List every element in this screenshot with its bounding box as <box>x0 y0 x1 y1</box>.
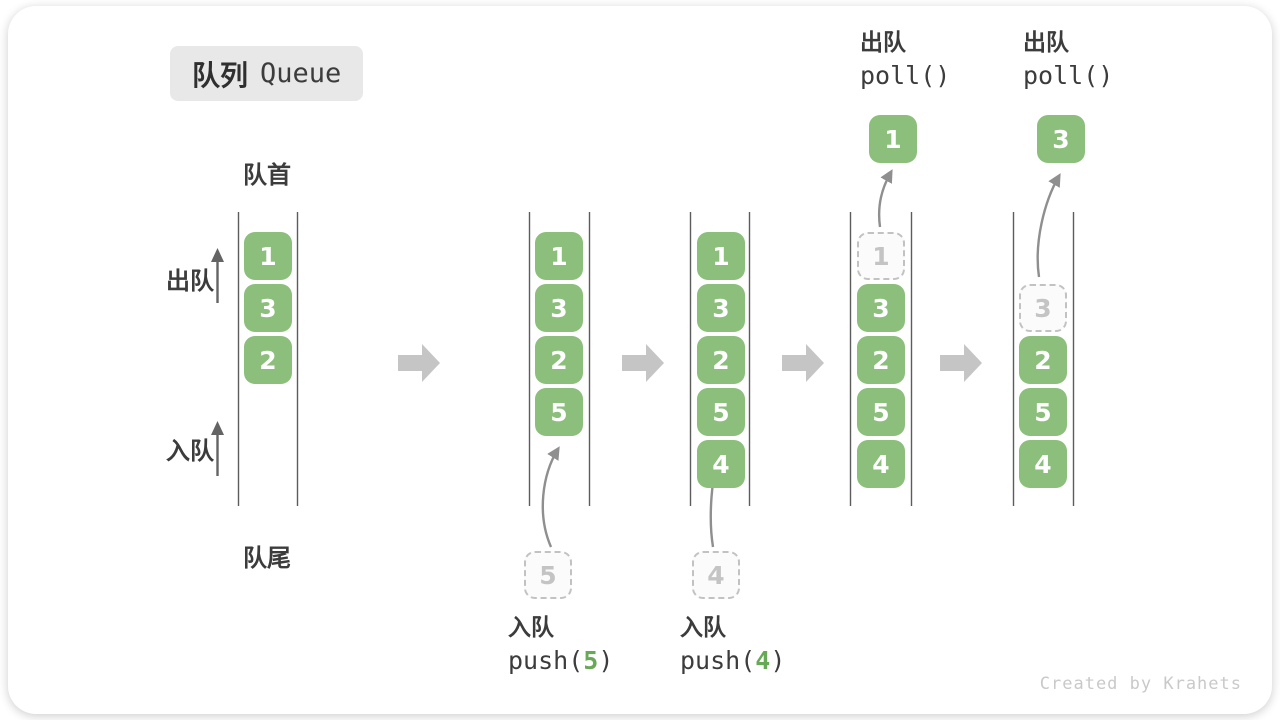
queue-cell: 1 <box>697 232 745 280</box>
annotation-poll-1: 出队 poll() <box>860 27 950 95</box>
annotation-push-4-label: 入队 <box>680 614 726 640</box>
queue-cell: 1 <box>535 232 583 280</box>
incoming-value-box: 4 <box>692 551 740 599</box>
label-queue-front: 队首 <box>243 162 291 189</box>
queue-cell: 1 <box>244 232 292 280</box>
annotation-push-4: 入队 push(4) <box>680 612 785 680</box>
queue-cell: 3 <box>697 284 745 332</box>
queue-cell: 5 <box>857 388 905 436</box>
title-zh: 队列 <box>192 59 249 91</box>
background-card <box>8 6 1272 714</box>
annotation-poll-2-code: poll() <box>1023 61 1114 90</box>
queue-cell: 5 <box>697 388 745 436</box>
annotation-poll-2: 出队 poll() <box>1023 27 1113 95</box>
title-badge: 队列 Queue <box>170 46 364 101</box>
polled-value-box: 1 <box>869 115 917 163</box>
queue-cell: 5 <box>1019 388 1067 436</box>
incoming-value-box: 5 <box>524 551 572 599</box>
annotation-poll-1-label: 出队 <box>860 29 906 55</box>
annotation-push-5-label: 入队 <box>508 614 554 640</box>
queue-cell: 2 <box>244 336 292 384</box>
queue-cell: 2 <box>697 336 745 384</box>
annotation-poll-2-label: 出队 <box>1023 29 1069 55</box>
queue-cell: 2 <box>1019 336 1067 384</box>
queue-cell-ghost: 1 <box>857 232 905 280</box>
label-enqueue: 入队 <box>166 438 214 465</box>
queue-cell: 3 <box>244 284 292 332</box>
annotation-push-5: 入队 push(5) <box>508 612 613 680</box>
title-en: Queue <box>260 58 342 89</box>
queue-cell: 4 <box>697 440 745 488</box>
polled-value-box: 3 <box>1037 115 1085 163</box>
queue-cell: 3 <box>857 284 905 332</box>
queue-cell: 2 <box>535 336 583 384</box>
label-dequeue: 出队 <box>166 268 214 295</box>
queue-cell-ghost: 3 <box>1019 284 1067 332</box>
annotation-poll-1-code: poll() <box>860 61 951 90</box>
queue-cell: 3 <box>535 284 583 332</box>
watermark: Created by Krahets <box>1039 674 1242 694</box>
label-queue-rear: 队尾 <box>243 545 291 572</box>
queue-cell: 4 <box>857 440 905 488</box>
annotation-push-5-code: push(5) <box>508 646 614 675</box>
queue-cell: 4 <box>1019 440 1067 488</box>
annotation-push-4-code: push(4) <box>680 646 786 675</box>
queue-cell: 2 <box>857 336 905 384</box>
queue-cell: 5 <box>535 388 583 436</box>
